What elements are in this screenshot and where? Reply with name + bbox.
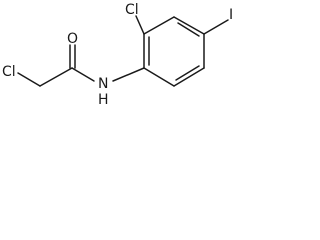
atom-label-iodo-ring: I xyxy=(229,7,233,23)
bond-ring-iodo xyxy=(203,19,229,35)
ring-bond-3 xyxy=(173,16,205,35)
atom-label-chloro-left: Cl xyxy=(2,64,16,80)
atom-label-carbonyl-oxygen: O xyxy=(67,31,78,47)
atom-label-chloro-ring: Cl xyxy=(125,2,139,18)
bond-ch2-carbonyl xyxy=(39,67,73,87)
ring-double-bond-b xyxy=(177,22,200,37)
atom-label-amide-nitrogen: N xyxy=(98,76,108,92)
bond-carbonyl-nitrogen xyxy=(71,67,95,82)
atom-label-amide-hydrogen: H xyxy=(98,92,109,108)
ring-bond-6 xyxy=(143,67,175,87)
ring-double-bond-c xyxy=(175,65,200,81)
bond-cl-ch2 xyxy=(17,72,41,87)
bond-nitrogen-ring xyxy=(112,67,145,82)
structure-diagram: Cl O N H Cl I xyxy=(2,2,233,108)
ring-bond-2 xyxy=(143,16,175,35)
ring-bond-5 xyxy=(173,67,205,87)
bond-ring-chloro xyxy=(135,15,145,35)
